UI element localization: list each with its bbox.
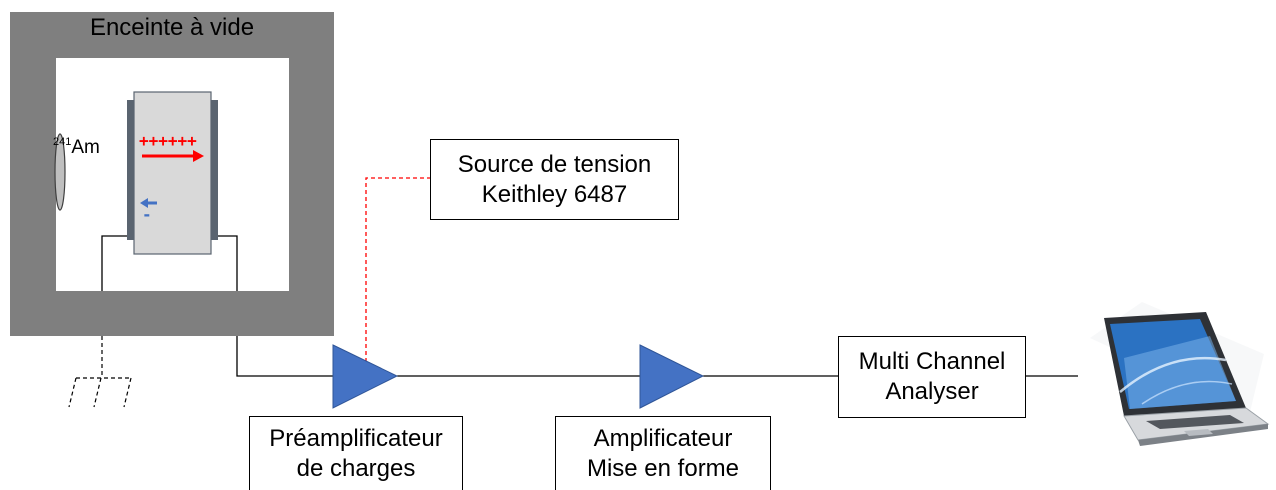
- source-label: 241Am: [53, 136, 100, 159]
- detector-wire-left: [101, 235, 127, 291]
- voltage-source-line2: Keithley 6487: [481, 180, 628, 208]
- preamplifier-triangle: [332, 344, 399, 409]
- detector-wire-right: [218, 235, 238, 291]
- detector-body: [133, 91, 212, 255]
- preamplifier-line1: Préamplificateur: [269, 424, 443, 452]
- laptop-icon: [1090, 302, 1270, 446]
- isotope-element: Am: [71, 137, 100, 158]
- isotope-mass-number: 241: [53, 136, 72, 148]
- positive-charges: ++++++: [139, 131, 197, 150]
- preamplifier-line2: de charges: [296, 454, 416, 482]
- mca-line1: Multi Channel: [858, 348, 1006, 375]
- am-source-disc: [54, 133, 66, 211]
- mca-line2: Analyser: [885, 378, 979, 405]
- detector-electrode-left: [127, 100, 135, 240]
- amplifier-line1: Amplificateur: [593, 424, 733, 452]
- ground-hatch-1: [68, 377, 77, 408]
- detector-electrode-right: [210, 100, 218, 240]
- voltage-source-line1: Source de tension: [457, 150, 652, 178]
- electron-drift-arrowhead: [140, 198, 148, 208]
- signal-wire-to-preamp: [236, 336, 333, 377]
- bias-wire: [365, 177, 430, 362]
- ground-hatch-3: [123, 377, 132, 408]
- amplifier-line2: Mise en forme: [586, 454, 740, 482]
- hole-drift-arrowhead: [193, 150, 204, 162]
- negative-charges: -: [142, 205, 152, 224]
- ground-hatch-2: [93, 377, 102, 408]
- vacuum-chamber-title: Enceinte à vide: [89, 14, 255, 41]
- amplifier-triangle: [639, 344, 705, 409]
